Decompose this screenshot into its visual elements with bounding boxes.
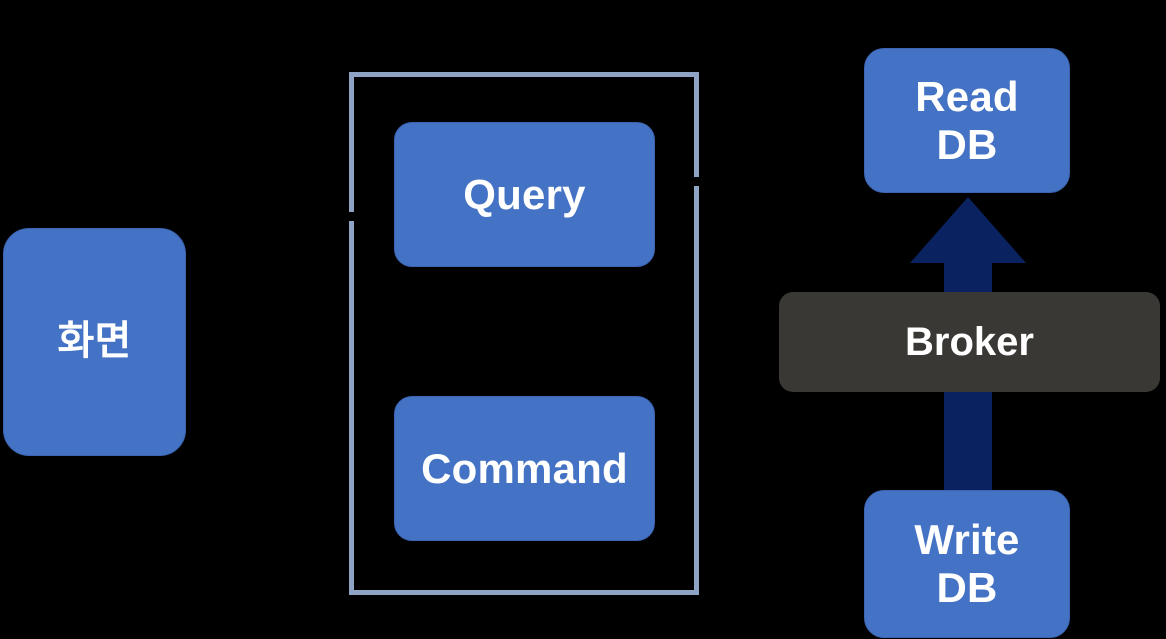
node-write-db[interactable]: Write DB <box>864 490 1070 638</box>
node-screen[interactable]: 화면 <box>3 228 186 456</box>
node-command[interactable]: Command <box>394 396 655 541</box>
node-query[interactable]: Query <box>394 122 655 267</box>
node-write-db-label-line2: DB <box>936 564 998 611</box>
container-border-notch-left <box>347 212 356 221</box>
node-screen-label: 화면 <box>57 319 132 364</box>
node-read-db-label-line1: Read <box>915 72 1019 120</box>
application-container-boundary <box>349 72 699 595</box>
node-read-db-label-line2: DB <box>936 120 998 168</box>
node-command-label: Command <box>421 444 628 492</box>
node-broker-label: Broker <box>905 319 1034 364</box>
node-broker[interactable]: Broker <box>779 292 1160 392</box>
node-write-db-label-line1: Write <box>914 516 1020 564</box>
node-query-label: Query <box>463 170 586 218</box>
node-read-db[interactable]: Read DB <box>864 48 1070 193</box>
container-border-notch-right <box>692 177 701 186</box>
